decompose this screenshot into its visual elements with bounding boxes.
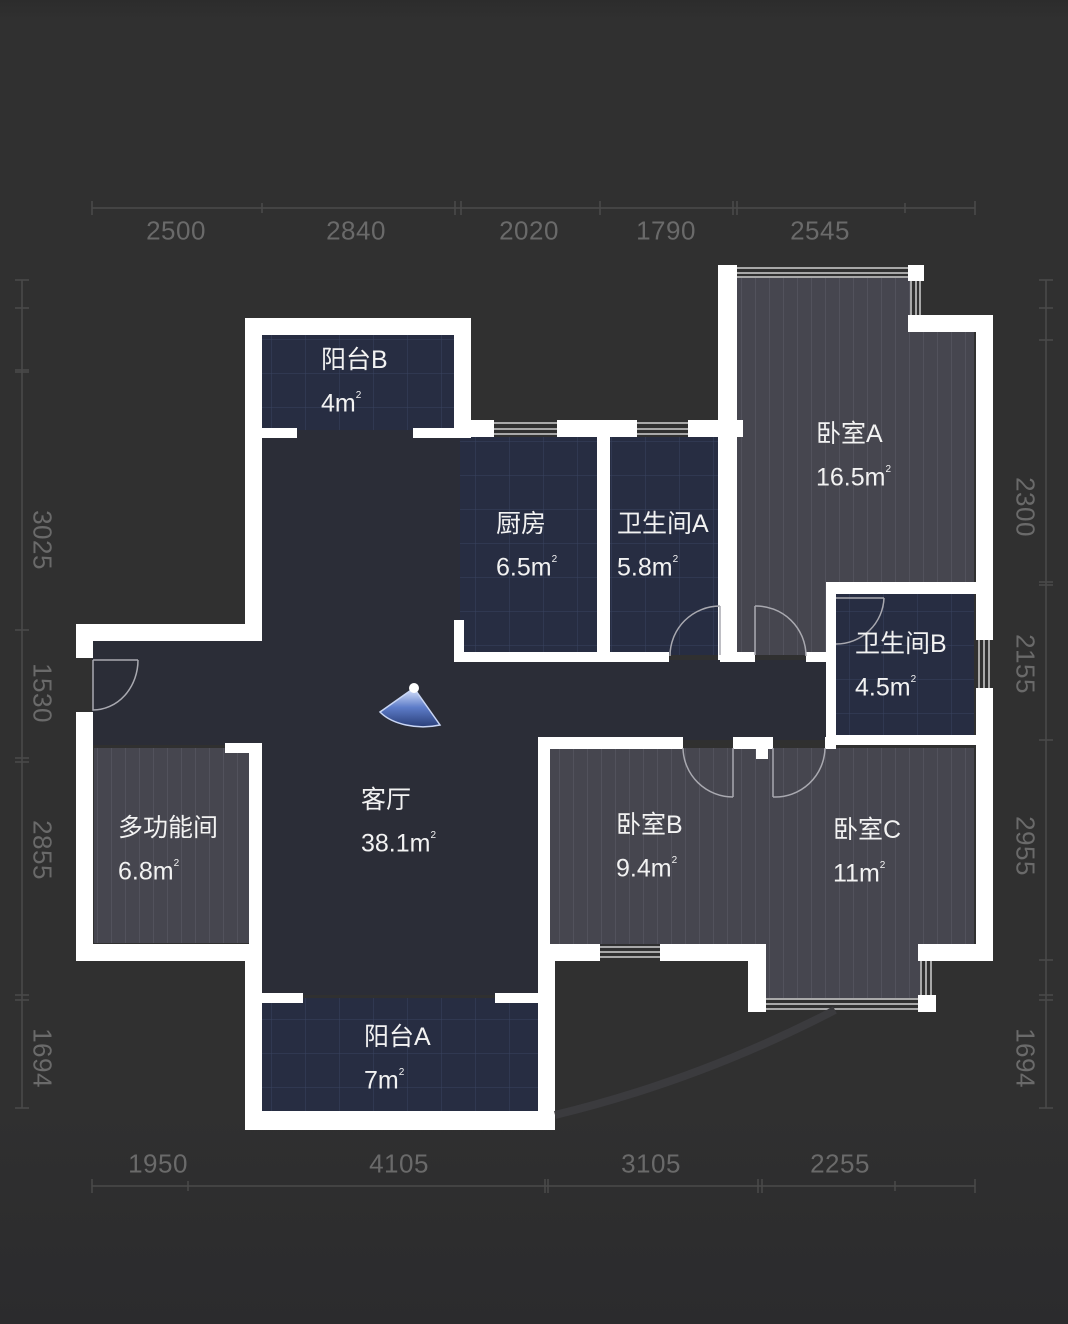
room-area: 38.1m2 <box>361 829 437 858</box>
dim-top-2: 2840 <box>326 215 386 246</box>
room-bathroom-a[interactable]: 卫生间A 5.8m2 <box>617 504 709 587</box>
room-area: 4m2 <box>321 389 362 418</box>
room-name: 卫生间A <box>617 510 709 538</box>
room-name: 卫生间B <box>855 630 947 658</box>
room-name: 阳台B <box>321 346 388 374</box>
room-area: 9.4m2 <box>616 854 678 883</box>
room-area: 16.5m2 <box>816 463 892 492</box>
room-bedroom-b[interactable]: 卧室B 9.4m2 <box>616 805 683 888</box>
room-bathroom-b[interactable]: 卫生间B 4.5m2 <box>855 624 947 707</box>
dim-bottom-4: 2255 <box>810 1148 870 1179</box>
dim-left-1: 3025 <box>27 510 58 570</box>
room-living-room[interactable]: 客厅 38.1m2 <box>361 780 436 863</box>
dim-bottom-3: 3105 <box>621 1148 681 1179</box>
room-name: 阳台A <box>364 1023 431 1051</box>
walls <box>76 265 993 1130</box>
room-kitchen[interactable]: 厨房 6.5m2 <box>496 504 557 587</box>
room-area: 7m2 <box>364 1066 405 1095</box>
room-balcony-a[interactable]: 阳台A 7m2 <box>364 1017 431 1100</box>
room-multifunction[interactable]: 多功能间 6.8m2 <box>118 808 218 891</box>
dim-left-2: 1530 <box>27 663 58 723</box>
exterior-curve <box>554 1006 837 1119</box>
dim-right-2: 2155 <box>1010 634 1041 694</box>
dim-right-4: 1694 <box>1010 1028 1041 1088</box>
windows <box>494 265 990 1012</box>
room-area: 11m2 <box>833 859 886 888</box>
room-name: 卧室C <box>833 816 902 844</box>
dim-bottom-1: 1950 <box>128 1148 188 1179</box>
door-swings <box>92 597 885 798</box>
room-name: 客厅 <box>361 786 412 814</box>
room-bedroom-a[interactable]: 卧室A 16.5m2 <box>816 414 891 497</box>
dim-top-4: 1790 <box>636 215 696 246</box>
room-balcony-b[interactable]: 阳台B 4m2 <box>321 340 388 423</box>
room-bedroom-c[interactable]: 卧室C 11m2 <box>833 810 901 893</box>
dim-top-1: 2500 <box>146 215 206 246</box>
dim-right-3: 2955 <box>1010 816 1041 876</box>
room-area: 6.8m2 <box>118 857 180 886</box>
dim-right-1: 2300 <box>1010 477 1041 537</box>
dim-left-3: 2855 <box>27 820 58 880</box>
room-area: 4.5m2 <box>855 673 917 702</box>
dim-bottom-2: 4105 <box>369 1148 429 1179</box>
dim-top-3: 2020 <box>499 215 559 246</box>
room-name: 厨房 <box>496 510 547 538</box>
room-name: 卧室B <box>616 811 683 839</box>
room-area: 5.8m2 <box>617 553 679 582</box>
floors <box>92 278 974 1111</box>
room-name: 卧室A <box>816 420 883 448</box>
room-name: 多功能间 <box>118 814 219 842</box>
room-area: 6.5m2 <box>496 553 558 582</box>
dim-left-4: 1694 <box>27 1028 58 1088</box>
camera-view-cone-icon[interactable] <box>378 683 442 728</box>
dimension-lines <box>15 201 1053 1193</box>
dim-top-5: 2545 <box>790 215 850 246</box>
